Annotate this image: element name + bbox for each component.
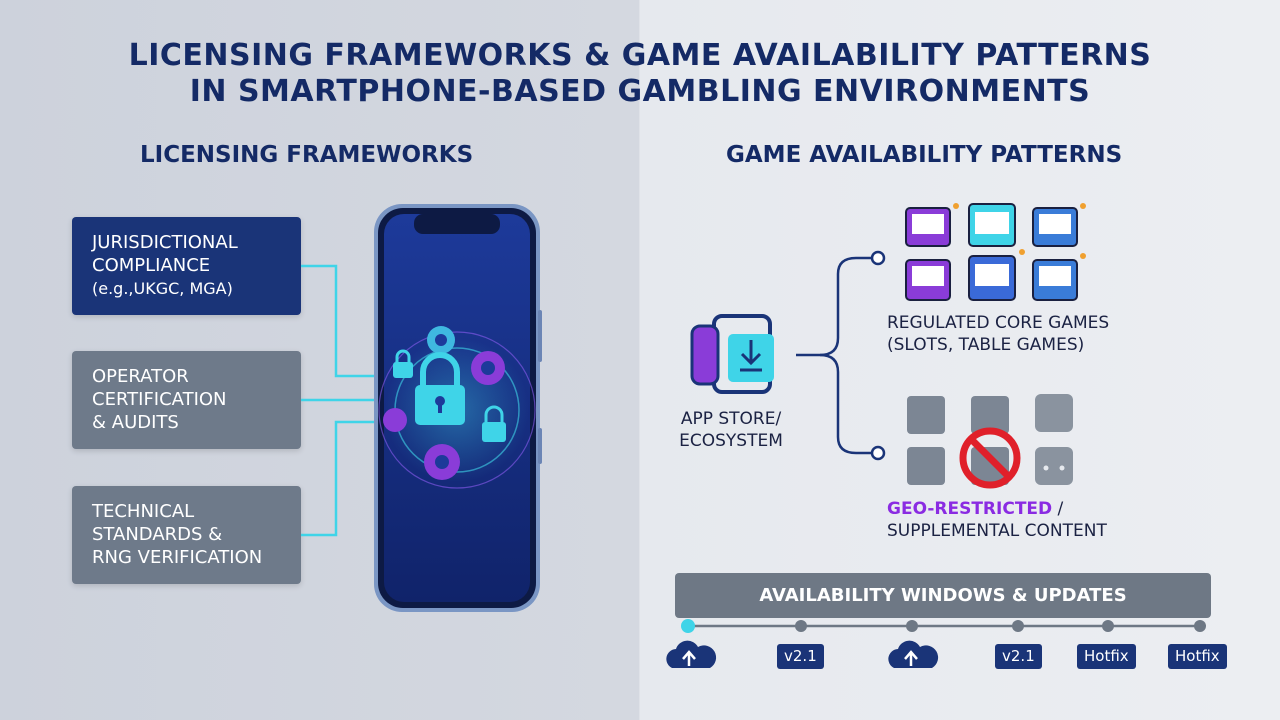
cloud-upload-icon — [666, 640, 717, 668]
availability-heading: GAME AVAILABILITY PATTERNS — [726, 142, 1123, 168]
gear-icon — [383, 326, 505, 480]
cloud-upload-icon — [888, 640, 939, 668]
regulated-core-games-label: REGULATED CORE GAMES (SLOTS, TABLE GAMES… — [887, 312, 1109, 356]
label-line: (SLOTS, TABLE GAMES) — [887, 335, 1085, 355]
operator-certification-box: OPERATOR CERTIFICATION & AUDITS — [72, 351, 301, 449]
box-line: (e.g.,UKGC, MGA) — [92, 279, 233, 298]
box-line: COMPLIANCE — [92, 255, 211, 276]
lock-icon — [393, 349, 506, 442]
box-line: JURISDICTIONAL — [92, 232, 238, 253]
branch-node — [870, 445, 886, 461]
geo-slash: / — [1052, 499, 1064, 519]
box-line: RNG VERIFICATION — [92, 547, 263, 568]
title-line-2: IN SMARTPHONE-BASED GAMBLING ENVIRONMENT… — [189, 74, 1091, 109]
branch-connector — [796, 256, 872, 455]
prohibited-icon — [959, 427, 1021, 489]
box-line: TECHNICAL — [92, 501, 195, 522]
box-line: OPERATOR — [92, 366, 189, 387]
title-line-1: LICENSING FRAMEWORKS & GAME AVAILABILITY… — [128, 38, 1152, 73]
geo-restricted-word: GEO-RESTRICTED — [887, 499, 1053, 519]
technical-standards-box: TECHNICAL STANDARDS & RNG VERIFICATION — [72, 486, 301, 584]
jurisdictional-compliance-box: JURISDICTIONAL COMPLIANCE (e.g.,UKGC, MG… — [72, 217, 301, 315]
branch-node — [870, 250, 886, 266]
box-line: CERTIFICATION — [92, 389, 227, 410]
timeline — [681, 619, 1206, 633]
label-line: REGULATED CORE GAMES — [887, 313, 1110, 333]
app-store-label: APP STORE/ ECOSYSTEM — [676, 408, 786, 452]
hotfix-tag: Hotfix — [1077, 644, 1136, 669]
label-line: APP STORE/ — [680, 409, 782, 429]
licensing-heading: LICENSING FRAMEWORKS — [140, 142, 474, 168]
availability-windows-bar: AVAILABILITY WINDOWS & UPDATES — [675, 573, 1211, 618]
box-line: STANDARDS & — [92, 524, 223, 545]
hotfix-tag: Hotfix — [1168, 644, 1227, 669]
geo-restricted-label: GEO-RESTRICTED / SUPPLEMENTAL CONTENT — [887, 498, 1107, 542]
app-download-icon — [690, 314, 774, 394]
puzzle-icon — [907, 394, 1073, 485]
slot-machine-icon — [905, 203, 1086, 301]
page-title: LICENSING FRAMEWORKS & GAME AVAILABILITY… — [0, 38, 1280, 110]
version-tag: v2.1 — [995, 644, 1042, 669]
version-tag: v2.1 — [777, 644, 824, 669]
label-line: SUPPLEMENTAL CONTENT — [887, 521, 1107, 541]
box-line: & AUDITS — [92, 412, 179, 433]
label-line: ECOSYSTEM — [679, 431, 783, 451]
